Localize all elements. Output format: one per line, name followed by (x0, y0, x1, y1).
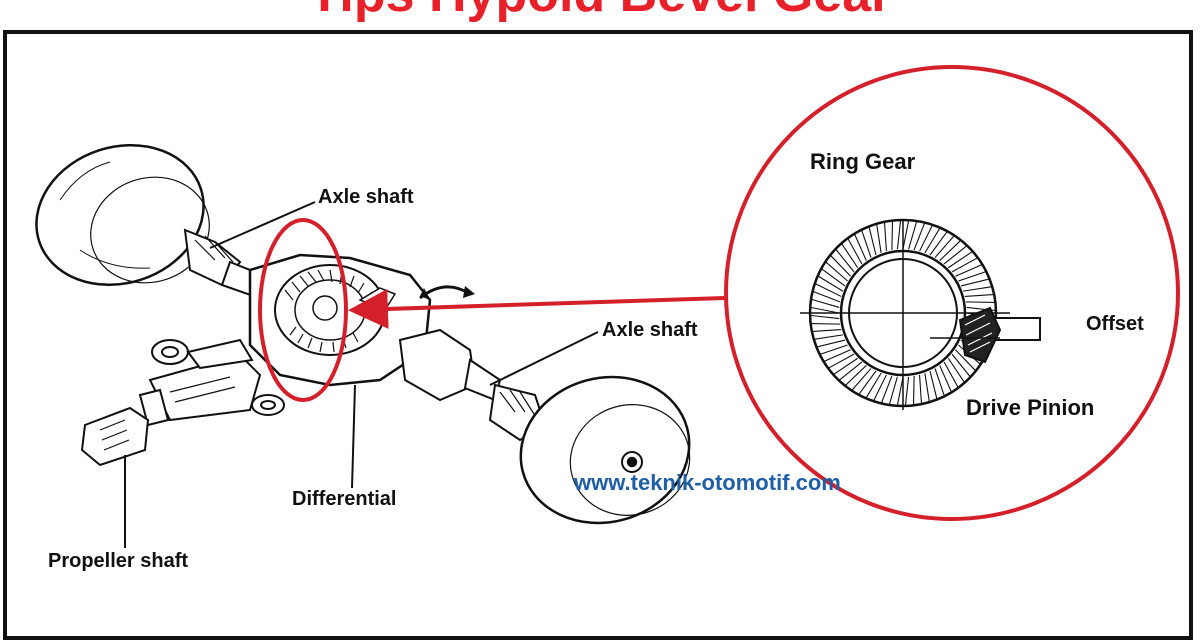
ring-gear-label: Ring Gear (810, 149, 916, 174)
gear-tooth-line (891, 221, 894, 250)
gear-tooth-line (825, 261, 848, 282)
gear-tooth-line (908, 221, 918, 250)
gear-tooth-line (847, 238, 863, 265)
gear-tooth-line (939, 365, 952, 392)
gear-tooth-line (929, 231, 948, 256)
gear-tooth-line (934, 368, 945, 396)
drive-pinion-detail (930, 306, 1041, 364)
gear-tooth-line (824, 349, 851, 362)
differential-label: Differential (292, 488, 397, 510)
gear-tooth-line (820, 344, 848, 355)
gear-tooth-line (943, 361, 959, 388)
gear-tooth-line (947, 251, 973, 269)
gear-tooth-line (955, 264, 982, 277)
gear-tooth-line (964, 294, 994, 297)
axle-shaft-right-label: Axle shaft (602, 319, 698, 341)
gear-tooth-line (811, 298, 840, 308)
gear-tooth-line (919, 374, 922, 404)
watermark-url: www.teknik-otomotif.com (574, 470, 841, 495)
gear-tooth-line (810, 314, 840, 320)
axle-shaft-left-label: Axle shaft (318, 186, 414, 208)
gear-tooth-line (924, 373, 930, 402)
left-wheel-drum (35, 143, 210, 287)
gear-tooth-line (929, 370, 938, 399)
gear-tooth-line (912, 376, 915, 405)
gear-tooth-line (904, 376, 910, 406)
gear-tooth-line (951, 257, 978, 273)
gear-tooth-line (884, 222, 887, 252)
gear-tooth-line (896, 376, 904, 405)
gear-tooth-line (934, 235, 955, 258)
gear-tooth-line (854, 234, 867, 261)
gear-tooth-line (812, 329, 842, 332)
gear-tooth-line (913, 223, 925, 251)
right-wheel-drum (519, 375, 691, 525)
gear-tooth-line (873, 374, 887, 401)
gear-tooth-line (963, 286, 992, 292)
gear-tooth-line (902, 221, 910, 250)
right-axle-boot (398, 328, 547, 442)
gear-tooth-line (865, 372, 882, 398)
gear-tooth-line (966, 301, 995, 304)
gear-tooth-line (851, 368, 872, 391)
gear-tooth-line (828, 353, 855, 369)
gear-tooth-line (811, 306, 840, 314)
gear-tooth-line (833, 357, 859, 375)
gear-tooth-line (821, 268, 846, 287)
gear-tooth-line (958, 271, 986, 282)
gear-tooth-line (876, 224, 882, 253)
gear-tooth-line (861, 230, 872, 258)
gear-tooth-line (919, 225, 933, 252)
gear-tooth-line (888, 376, 898, 405)
gear-tooth-line (858, 370, 877, 395)
gear-tooth-line (817, 339, 846, 348)
diagram-title: Tips Hypoid Bevel Gear (0, 0, 1200, 22)
gear-tooth-line (924, 228, 941, 254)
propeller-shaft-body (80, 353, 262, 467)
gear-tooth-line (813, 291, 841, 303)
drive-pinion-label: Drive Pinion (966, 395, 1095, 420)
gear-tooth-line (841, 243, 859, 269)
gear-tooth-line (839, 361, 863, 381)
gear-tooth-line (955, 349, 976, 371)
gear-tooth-line (881, 375, 893, 403)
gear-tooth-line (815, 283, 842, 297)
gear-tooth-line (947, 357, 965, 383)
zoom-arrow (348, 288, 726, 329)
gear-tooth-line (943, 245, 967, 265)
ring-gear-teeth (810, 220, 996, 406)
gear-tooth-line (960, 278, 989, 287)
mounting-bracket (151, 338, 285, 416)
gear-tooth-line (835, 249, 855, 273)
gear-tooth-line (951, 353, 971, 377)
gear-tooth-line (939, 240, 961, 261)
gear-tooth-line (814, 334, 843, 340)
highlight-ellipse (258, 218, 348, 402)
offset-label: Offset (1086, 313, 1144, 335)
gear-tooth-line (845, 365, 867, 386)
propeller-shaft-label: Propeller shaft (48, 550, 189, 572)
gear-tooth-line (830, 255, 851, 277)
gear-tooth-line (811, 322, 840, 325)
gear-tooth-line (818, 275, 844, 292)
gear-tooth-line (896, 220, 902, 250)
gear-tooth-line (868, 227, 877, 256)
